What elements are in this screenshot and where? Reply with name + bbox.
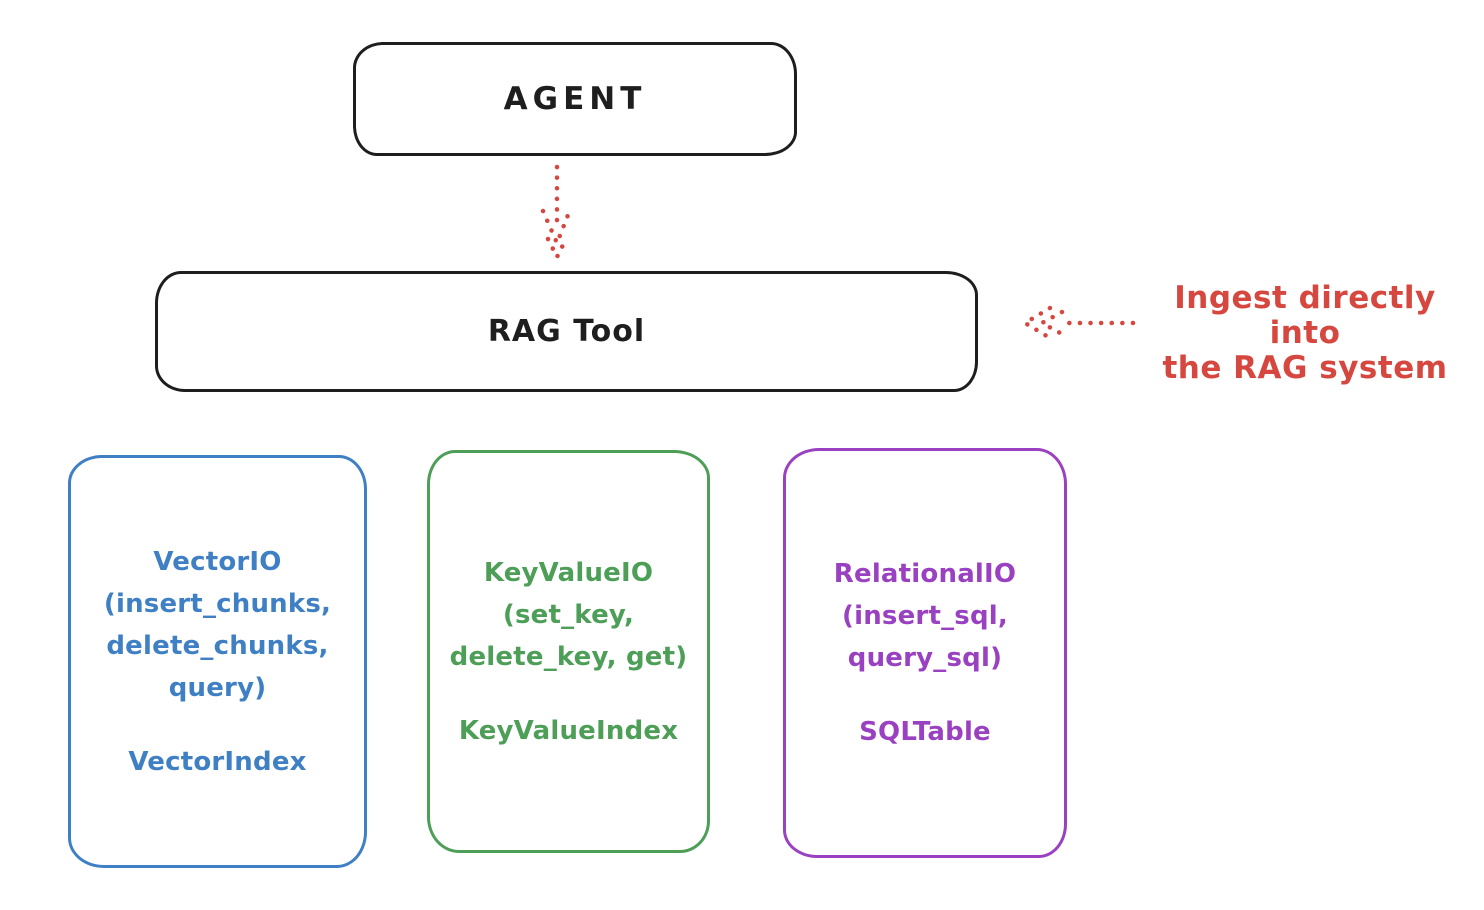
- vector-io-box: VectorIO (insert_chunks, delete_chunks, …: [68, 455, 367, 868]
- rag-tool-box: RAG Tool: [155, 271, 978, 392]
- annotation-to-ragtool-arrow: [1013, 299, 1141, 347]
- sql-table-label: SQLTable: [859, 717, 991, 747]
- agent-to-ragtool-arrow: [537, 162, 577, 262]
- arrow-left-icon: [1020, 305, 1136, 341]
- vector-index-label: VectorIndex: [128, 746, 307, 777]
- ingest-annotation: Ingest directly into the RAG system: [1162, 280, 1448, 386]
- keyvalue-io-box: KeyValueIO (set_key, delete_key, get) Ke…: [427, 450, 710, 853]
- relational-io-methods: RelationalIO (insert_sql, query_sql): [833, 559, 1017, 673]
- keyvalue-io-methods: KeyValueIO (set_key, delete_key, get): [449, 557, 688, 672]
- agent-box: AGENT: [353, 42, 797, 156]
- agent-label: AGENT: [503, 81, 647, 117]
- vector-io-methods: VectorIO (insert_chunks, delete_chunks, …: [103, 546, 332, 703]
- rag-tool-label: RAG Tool: [487, 314, 646, 349]
- arrow-down-icon: [540, 164, 573, 262]
- relational-io-box: RelationalIO (insert_sql, query_sql) SQL…: [783, 448, 1067, 858]
- keyvalue-index-label: KeyValueIndex: [458, 715, 679, 746]
